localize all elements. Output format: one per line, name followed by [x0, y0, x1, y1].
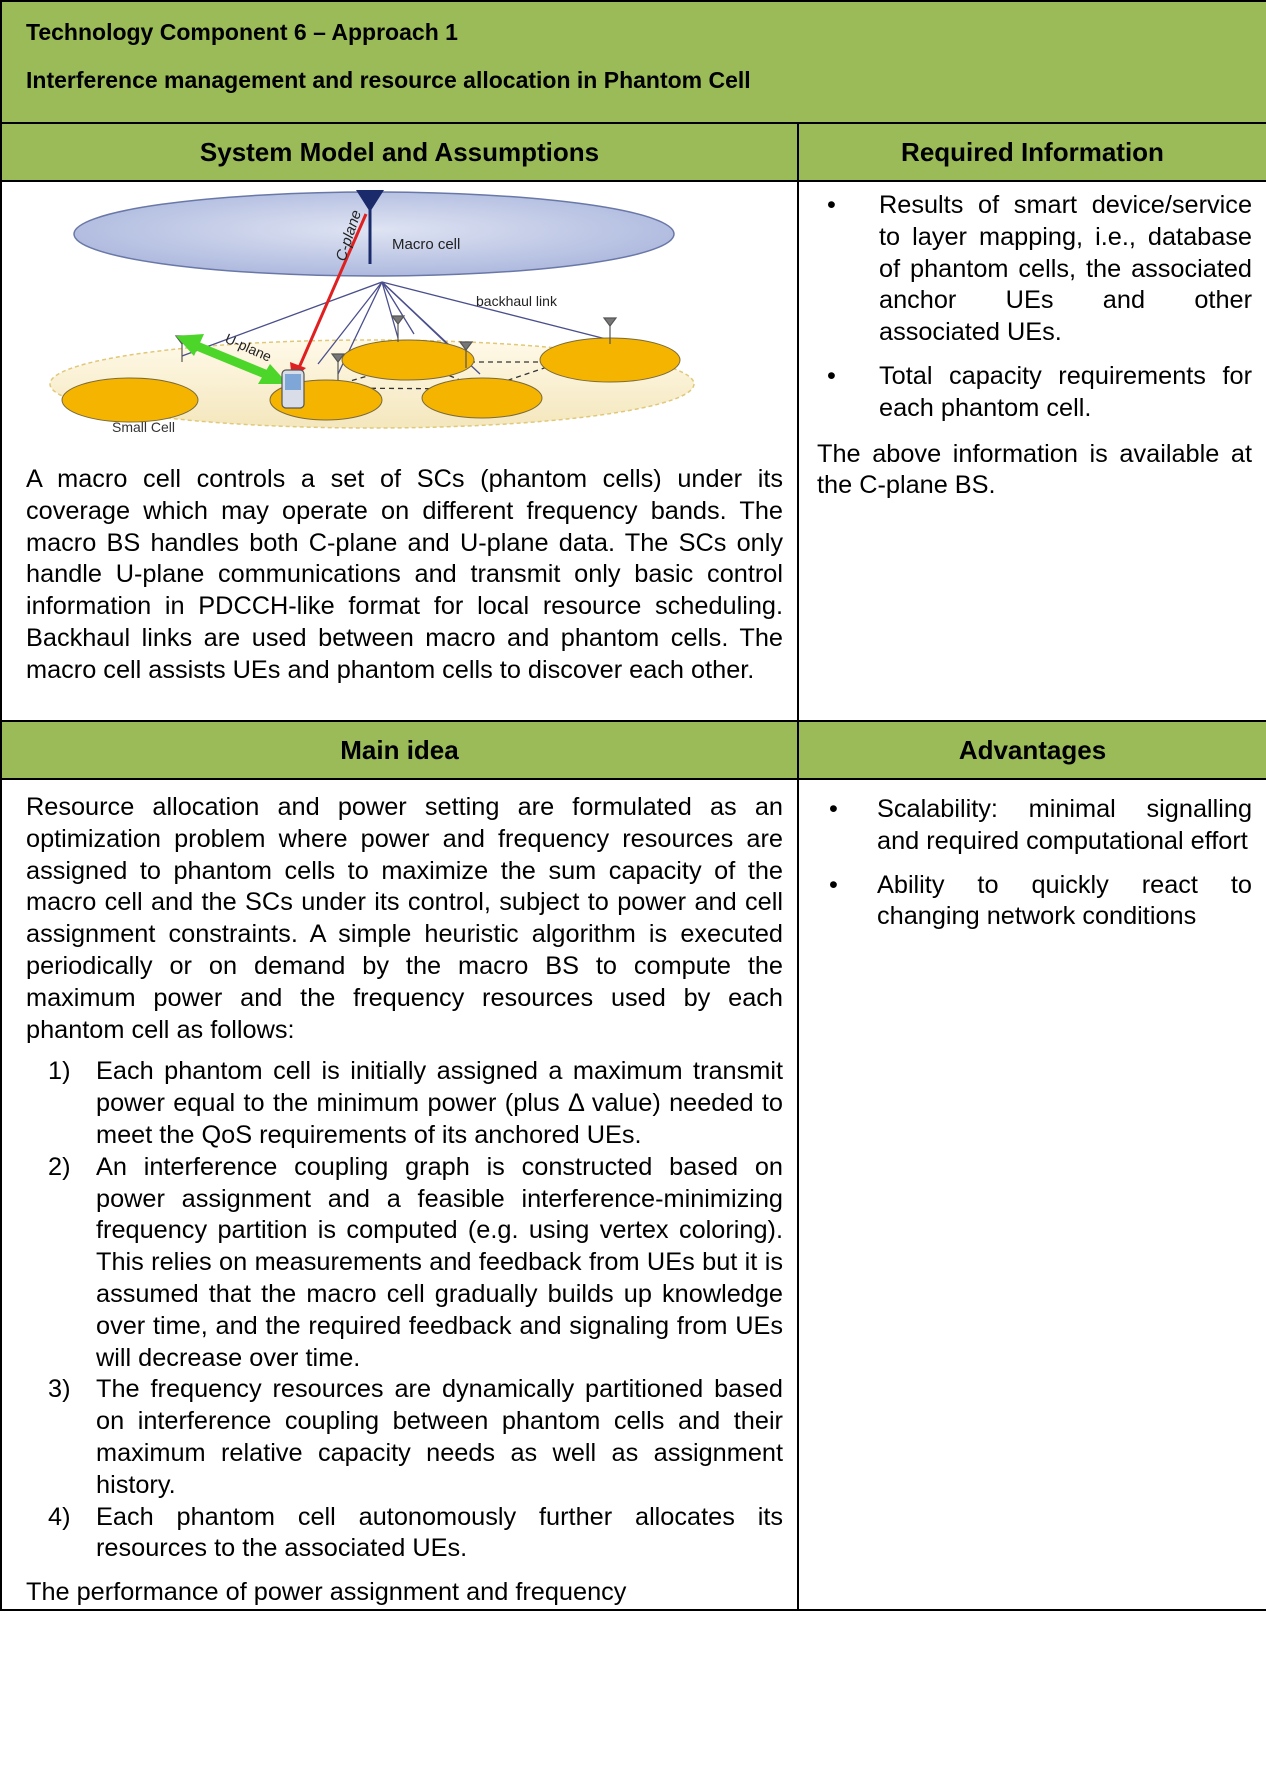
- phantom-cell-diagram: C-plane Macro cell backhaul link U-plane…: [49, 190, 695, 435]
- main-idea-intro: Resource allocation and power setting ar…: [26, 793, 783, 1044]
- list-item: 2)An interference coupling graph is cons…: [48, 1152, 783, 1372]
- title-cell: Technology Component 6 – Approach 1 Inte…: [0, 0, 1266, 124]
- uplane-arrow: [176, 334, 288, 384]
- algorithm-steps: 1)Each phantom cell is initially assigne…: [26, 1056, 783, 1565]
- system-model-header: System Model and Assumptions: [0, 122, 799, 182]
- bullet-icon: •: [829, 795, 838, 823]
- advantages-cell: •Scalability: minimal signalling and req…: [796, 778, 1266, 1611]
- advantages-list: •Scalability: minimal signalling and req…: [817, 794, 1252, 933]
- bullet-icon: •: [829, 870, 838, 899]
- main-idea-cell: Resource allocation and power setting ar…: [0, 778, 799, 1611]
- technology-component-table: Technology Component 6 – Approach 1 Inte…: [0, 0, 1266, 1611]
- required-information-list: •Results of smart device/service to laye…: [817, 190, 1252, 425]
- trailing-text: The performance of power assignment and …: [26, 1578, 627, 1607]
- backhaul-link-label: backhaul link: [476, 293, 558, 309]
- system-model-text: A macro cell controls a set of SCs (phan…: [26, 465, 783, 684]
- macro-cell-label: Macro cell: [392, 236, 460, 253]
- list-item: 4)Each phantom cell autonomously further…: [48, 1502, 783, 1563]
- small-cells: [61, 337, 681, 423]
- component-title: Technology Component 6 – Approach 1: [26, 19, 458, 45]
- main-idea-header: Main idea: [0, 720, 799, 780]
- advantages-header: Advantages: [796, 720, 1266, 780]
- component-subtitle: Interference management and resource all…: [26, 67, 751, 93]
- small-cell-label: Small Cell: [112, 419, 175, 435]
- bullet-icon: •: [827, 191, 836, 219]
- list-item: •Total capacity requirements for each ph…: [827, 361, 1253, 422]
- list-item: 3)The frequency resources are dynamicall…: [48, 1375, 783, 1499]
- required-information-header: Required Information: [796, 122, 1266, 182]
- bullet-icon: •: [827, 361, 836, 390]
- macro-bs-antenna: [356, 190, 384, 264]
- list-item: •Results of smart device/service to laye…: [827, 191, 1253, 347]
- availability-note: The above information is available at th…: [817, 439, 1253, 500]
- list-item: •Scalability: minimal signalling and req…: [829, 795, 1253, 855]
- list-item: •Ability to quickly react to changing ne…: [829, 870, 1253, 931]
- required-information-cell: •Results of smart device/service to laye…: [796, 180, 1266, 722]
- system-model-cell: C-plane Macro cell backhaul link U-plane…: [0, 180, 799, 722]
- ue-device-icon: [281, 369, 305, 409]
- list-item: 1)Each phantom cell is initially assigne…: [48, 1057, 783, 1149]
